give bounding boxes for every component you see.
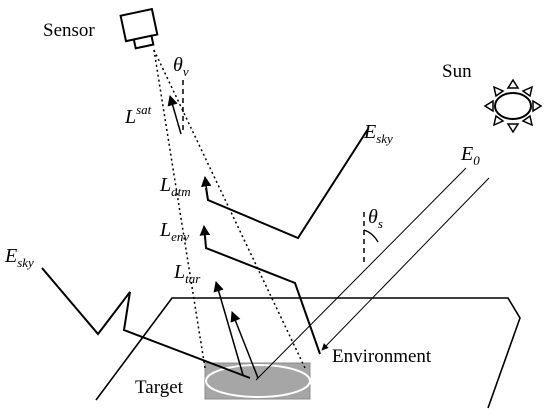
environment-outline — [95, 297, 521, 409]
e-sky-left-symbol: Esky — [4, 245, 34, 270]
target-label: Target — [135, 377, 184, 398]
l-env-symbol: Lenv — [159, 219, 189, 244]
l-sat-symbol: Lsat — [124, 102, 152, 128]
sensor-label: Sensor — [43, 20, 95, 41]
sky-radiance-atm-path — [205, 128, 369, 240]
sun-icon — [483, 78, 543, 134]
theta-s-symbol: θs — [368, 206, 383, 231]
l-tar-symbol: Ltar — [173, 261, 201, 286]
solar-ray-lines — [255, 167, 490, 381]
sky-radiance-left — [41, 267, 251, 379]
e-zero-symbol: E0 — [460, 143, 480, 168]
sensor-icon — [119, 7, 159, 50]
environment-label: Environment — [332, 346, 432, 367]
l-atm-symbol: Latm — [159, 174, 191, 199]
solar-zenith-angle — [363, 212, 379, 262]
radiance-arrows — [167, 94, 259, 379]
sun-label: Sun — [442, 61, 472, 82]
theta-v-symbol: θv — [173, 54, 189, 79]
target-area — [204, 362, 311, 400]
e-sky-right-symbol: Esky — [363, 121, 393, 146]
environment-radiance-path — [204, 235, 321, 355]
